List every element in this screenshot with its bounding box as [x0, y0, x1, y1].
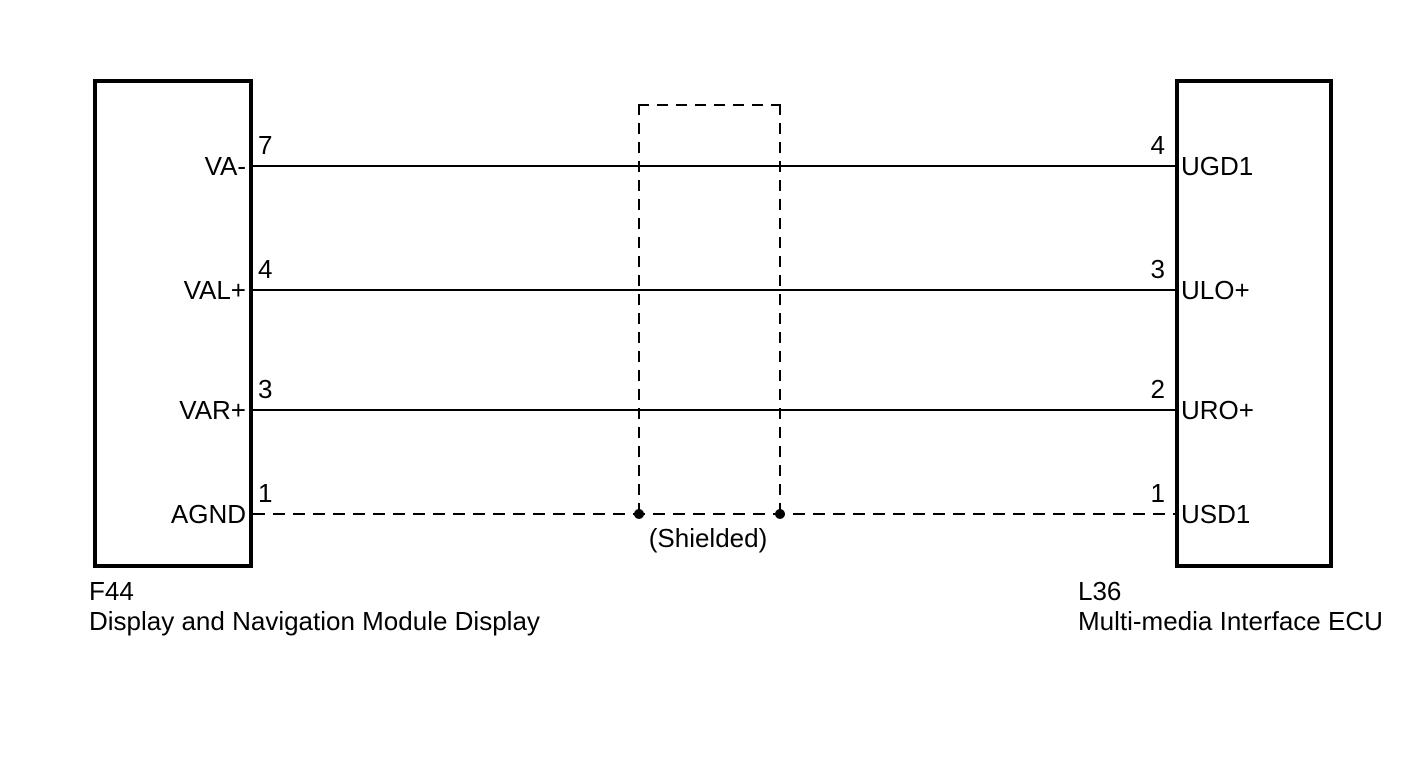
right-pin-label-usd1: USD1 — [1181, 499, 1251, 529]
left-pin-label-va: VA- — [204, 151, 246, 181]
left-pin-label-agnd: AGND — [170, 499, 246, 529]
shield-outline-left — [638, 104, 640, 515]
right-pin-number-1: 1 — [1150, 478, 1165, 508]
left-connector-name: Display and Navigation Module Display — [89, 606, 540, 636]
shield-junction-dot-right — [775, 509, 785, 519]
wire-va-ugd1 — [253, 165, 1175, 167]
shield-outline-right — [779, 104, 781, 515]
right-connector-code: L36 — [1078, 576, 1122, 606]
left-pin-number-1: 1 — [258, 478, 273, 508]
right-pin-label-uro: URO+ — [1181, 395, 1254, 425]
right-pin-number-4: 4 — [1150, 130, 1165, 160]
shield-junction-dot-left — [634, 509, 644, 519]
right-connector-name: Multi-media Interface ECU — [1078, 606, 1383, 636]
right-pin-label-ulo: ULO+ — [1181, 275, 1250, 305]
right-pin-number-2: 2 — [1150, 374, 1165, 404]
right-pin-label-ugd1: UGD1 — [1181, 151, 1254, 181]
left-pin-label-val: VAL+ — [183, 275, 246, 305]
left-connector-box — [93, 79, 253, 568]
left-pin-number-3: 3 — [258, 374, 273, 404]
shield-outline-top — [638, 104, 781, 106]
left-connector-code: F44 — [89, 576, 134, 606]
wire-agnd-usd1-shield — [253, 513, 1175, 515]
right-pin-number-3: 3 — [1150, 254, 1165, 284]
left-pin-number-7: 7 — [258, 130, 273, 160]
shield-label: (Shielded) — [648, 523, 768, 553]
wire-val-ulo — [253, 289, 1175, 291]
right-connector-box — [1175, 79, 1333, 568]
left-pin-number-4: 4 — [258, 254, 273, 284]
left-pin-label-var: VAR+ — [179, 395, 246, 425]
wire-var-uro — [253, 409, 1175, 411]
